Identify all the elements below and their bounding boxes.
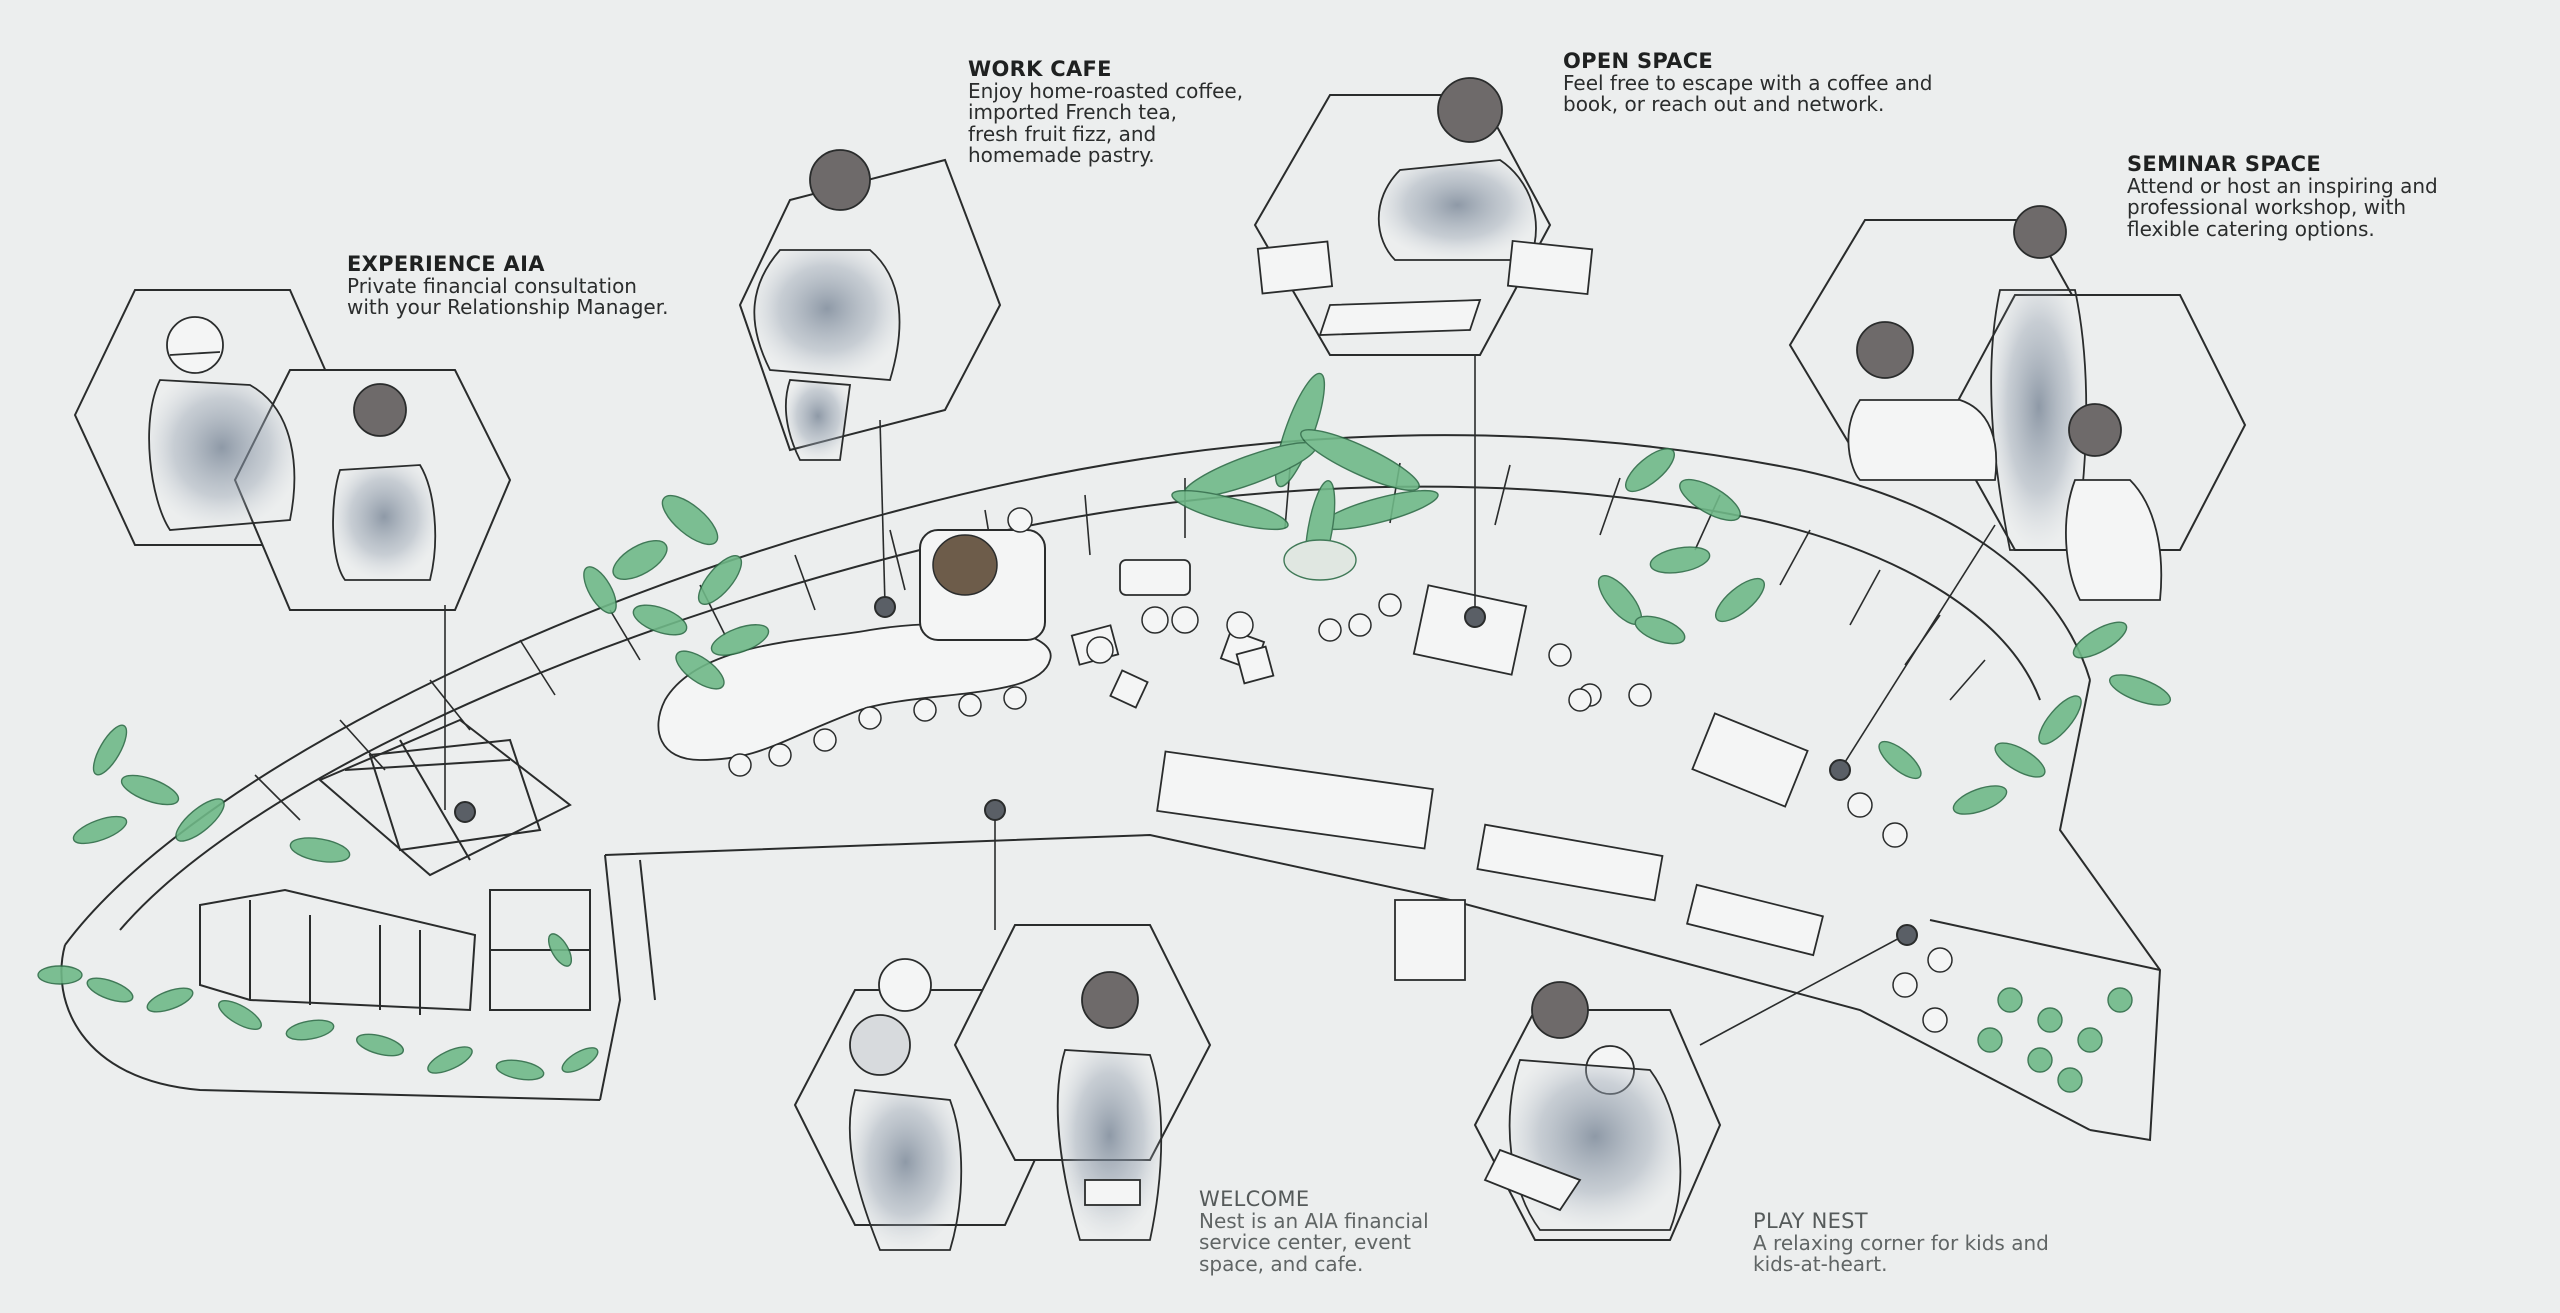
marker-open-space [1464,606,1486,628]
marker-welcome [984,799,1006,821]
title-seminar-space: SEMINAR SPACE [2127,152,2321,176]
espresso-machine [919,507,1046,641]
greenhouse-frames [199,718,591,1015]
watercolor-figures [148,77,2163,1251]
label-seminar-space: SEMINAR SPACE Attend or host an inspirin… [2127,153,2438,240]
stools [728,593,1953,1033]
marker-experience-aia [454,801,476,823]
location-markers [454,596,1918,946]
marker-play-nest [1896,924,1918,946]
plant-bottom-left [37,933,599,1081]
title-open-space: OPEN SPACE [1563,49,1714,73]
plant-right-bush [1597,447,1765,645]
roof-slats [254,462,1986,821]
figure-mother-child [1483,981,1682,1231]
marker-seminar-space [1829,759,1851,781]
plant-left-tree [583,494,770,690]
title-experience-aia: EXPERIENCE AIA [347,252,545,276]
desc-welcome: Nest is an AIA financial service center,… [1199,1208,1429,1276]
plants [37,372,2172,1093]
plant-left-edge [72,724,351,863]
label-welcome: WELCOME Nest is an AIA financial service… [1199,1188,1429,1275]
desc-experience-aia: Private financial consultation with your… [347,273,669,320]
marker-work-cafe [874,596,896,618]
plant-center-palm [1171,372,1439,581]
leader-work-cafe [879,419,886,606]
leader-seminar-space [1839,524,1996,771]
desc-play-nest: A relaxing corner for kids and kids-at-h… [1753,1230,2049,1277]
furniture [657,559,1824,981]
figure-presenter [1990,205,2088,551]
label-work-cafe: WORK CAFE Enjoy home-roasted coffee, imp… [968,58,1243,167]
figure-barista [753,149,901,461]
desc-work-cafe: Enjoy home-roasted coffee, imported Fren… [968,78,1244,168]
plant-pots-right [1977,987,2133,1093]
plant-far-right [1878,621,2172,815]
figure-client [332,383,437,581]
figure-advisor [148,316,296,531]
title-work-cafe: WORK CAFE [968,57,1112,81]
label-experience-aia: EXPERIENCE AIA Private financial consult… [347,253,668,319]
title-play-nest: PLAY NEST [1753,1209,1868,1233]
figure-greeter [848,958,963,1251]
desc-open-space: Feel free to escape with a coffee and bo… [1563,70,1933,117]
leader-lines [444,355,1996,1046]
figure-attendee-woman [2065,403,2163,601]
figure-attendee-man [1847,321,1998,481]
desc-seminar-space: Attend or host an inspiring and professi… [2127,173,2438,241]
figure-reader [1256,77,1594,336]
title-welcome: WELCOME [1199,1187,1310,1211]
label-open-space: OPEN SPACE Feel free to escape with a co… [1563,50,1933,116]
figure-visitor [1056,971,1163,1241]
leader-play-nest [1699,934,1906,1046]
label-play-nest: PLAY NEST A relaxing corner for kids and… [1753,1210,2049,1276]
